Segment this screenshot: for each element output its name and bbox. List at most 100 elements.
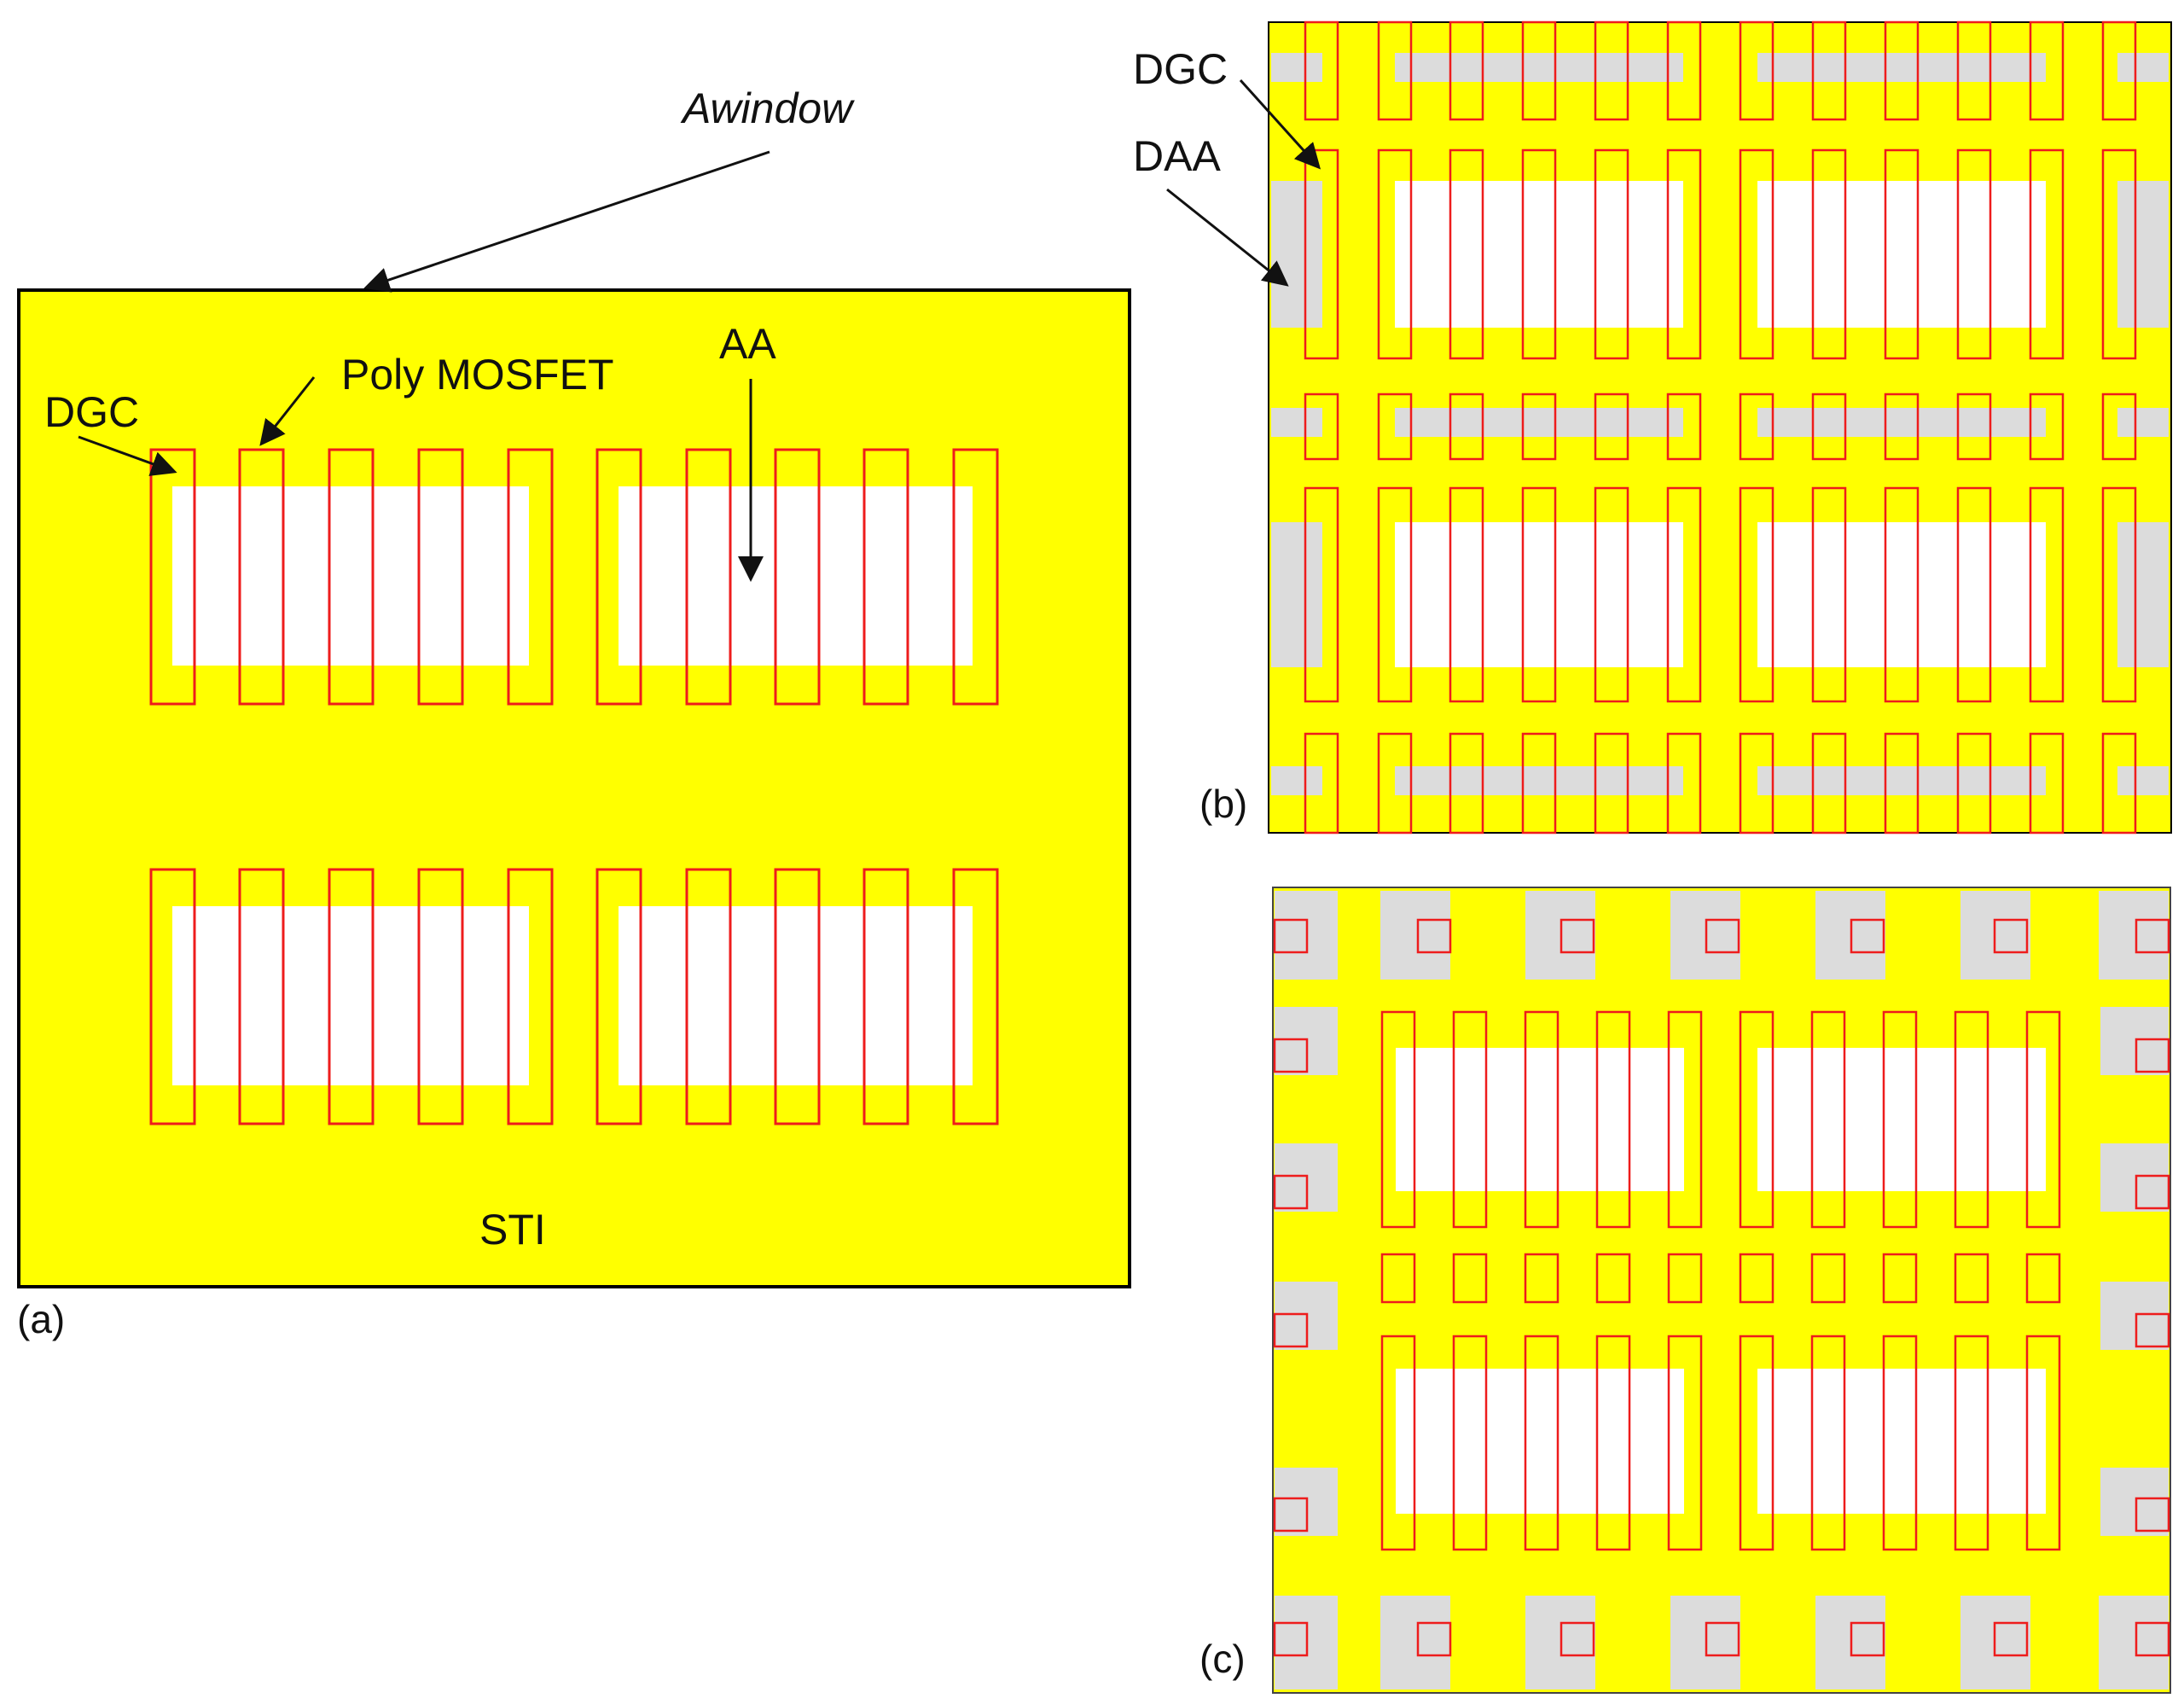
- dummy-gate-square: [1416, 918, 1452, 954]
- panel-b: DGC DAA (b): [1133, 20, 2172, 835]
- dummy-gate: [1954, 1335, 1989, 1551]
- dummy-active-block: [1271, 181, 1322, 328]
- dummy-gate: [1521, 486, 1557, 703]
- poly-gate: [774, 448, 821, 706]
- poly-gates-a: [149, 448, 999, 1125]
- dummy-gate: [2101, 486, 2137, 703]
- dummy-gate: [1739, 148, 1774, 360]
- dummy-gate: [1882, 1010, 1918, 1229]
- dummy-gate: [1377, 393, 1413, 461]
- panel-c-tag: (c): [1199, 1637, 1246, 1681]
- dummy-gate-square: [1273, 1621, 1309, 1657]
- dummy-gate: [1882, 1335, 1918, 1551]
- dummy-active-square: [1380, 891, 1450, 980]
- dummy-gate-square: [1380, 1253, 1416, 1304]
- dummy-gate: [1380, 1010, 1416, 1229]
- dummy-gate: [1380, 1335, 1416, 1551]
- dummy-gate-square: [1524, 1253, 1560, 1304]
- dummy-gate: [1884, 393, 1920, 461]
- active-areas-c: [1396, 1048, 2046, 1514]
- poly-gate: [863, 448, 909, 706]
- active-area: [1396, 1369, 1684, 1514]
- dummy-gate: [2025, 1335, 2061, 1551]
- dummy-gate: [1811, 148, 1847, 360]
- dummy-gate: [1449, 486, 1484, 703]
- poly-gate: [417, 448, 464, 706]
- dummy-active-c: [1275, 891, 2169, 1689]
- dummy-gate-square: [2025, 1253, 2061, 1304]
- dummy-gate: [1884, 20, 1920, 121]
- dgc-label-a: DGC: [44, 388, 139, 436]
- dummy-gate: [1594, 393, 1629, 461]
- dummy-gate: [2101, 20, 2137, 121]
- dummy-gate-square: [1705, 1621, 1740, 1657]
- dummy-active-square: [1380, 1596, 1450, 1689]
- dummy-active-block: [2117, 181, 2169, 328]
- dummy-gate: [1739, 486, 1774, 703]
- dummy-gate: [1956, 393, 1992, 461]
- dummy-active-bar: [2117, 53, 2169, 82]
- dummy-gate: [1594, 732, 1629, 835]
- dummy-gate-square: [1850, 918, 1885, 954]
- dummy-active-bar: [2117, 766, 2169, 795]
- dummy-gate: [1739, 20, 1774, 121]
- poly-gate: [149, 868, 196, 1125]
- dummy-gate: [1811, 393, 1847, 461]
- dummy-gate-square: [1273, 1174, 1309, 1210]
- poly-gate: [952, 448, 999, 706]
- poly-gate: [507, 868, 554, 1125]
- dummy-gate-square: [2135, 1174, 2170, 1210]
- dgc-label-b: DGC: [1133, 45, 1228, 93]
- poly-gate: [774, 868, 821, 1125]
- dummy-gate: [2029, 148, 2065, 360]
- active-area: [1757, 1048, 2046, 1191]
- active-area: [1757, 1369, 2046, 1514]
- active-areas-a: [172, 486, 973, 1085]
- poly-gate: [595, 448, 642, 706]
- dummy-gate: [1304, 20, 1339, 121]
- active-area: [1395, 522, 1683, 667]
- dummy-active-bar: [1271, 408, 1322, 437]
- dummy-gate-square: [1667, 1253, 1703, 1304]
- dummy-gate-square: [2135, 918, 2170, 954]
- dummy-gate: [2025, 1010, 2061, 1229]
- dummy-gate: [1377, 20, 1413, 121]
- dgc-arrow-b: [1239, 79, 1321, 170]
- dummy-gate: [2029, 393, 2065, 461]
- active-area: [1757, 522, 2046, 667]
- dummy-gate: [1304, 486, 1339, 703]
- panel-a: Awindow Poly MOSFET AA DGC STI (a): [17, 84, 1131, 1341]
- active-areas-b: [1395, 181, 2046, 667]
- dummy-gate: [1666, 486, 1702, 703]
- active-area: [172, 486, 529, 666]
- poly-gate: [328, 448, 375, 706]
- poly-gate: [685, 868, 732, 1125]
- active-area: [1396, 1048, 1684, 1191]
- poly-gate: [863, 868, 909, 1125]
- dummy-gate-square: [2135, 1621, 2170, 1657]
- dgc-arrow-a: [78, 435, 177, 476]
- dummy-gate-square: [2135, 1038, 2170, 1073]
- active-area: [172, 906, 529, 1085]
- dummy-gate: [1884, 148, 1920, 360]
- dummy-gate-square: [1273, 1497, 1309, 1532]
- dummy-gate-square: [1850, 1621, 1885, 1657]
- dummy-gate: [2101, 148, 2137, 360]
- dummy-active-block: [1271, 522, 1322, 667]
- dummy-active-square: [2100, 1143, 2169, 1212]
- dummy-gate-square: [1993, 1621, 2029, 1657]
- dummy-gate: [1377, 732, 1413, 835]
- dummy-gate: [1956, 732, 1992, 835]
- dummy-gate: [1521, 148, 1557, 360]
- dummy-gate-square: [1810, 1253, 1846, 1304]
- poly-gate: [149, 448, 196, 706]
- dummy-gate: [1304, 148, 1339, 360]
- poly-gate: [952, 868, 999, 1125]
- dummy-gate: [2029, 732, 2065, 835]
- poly-mosfet-arrow: [259, 376, 316, 446]
- poly-gate: [328, 868, 375, 1125]
- active-area: [619, 486, 973, 666]
- poly-mosfet-label: Poly MOSFET: [341, 351, 613, 398]
- dummy-gates-c: [1273, 918, 2170, 1657]
